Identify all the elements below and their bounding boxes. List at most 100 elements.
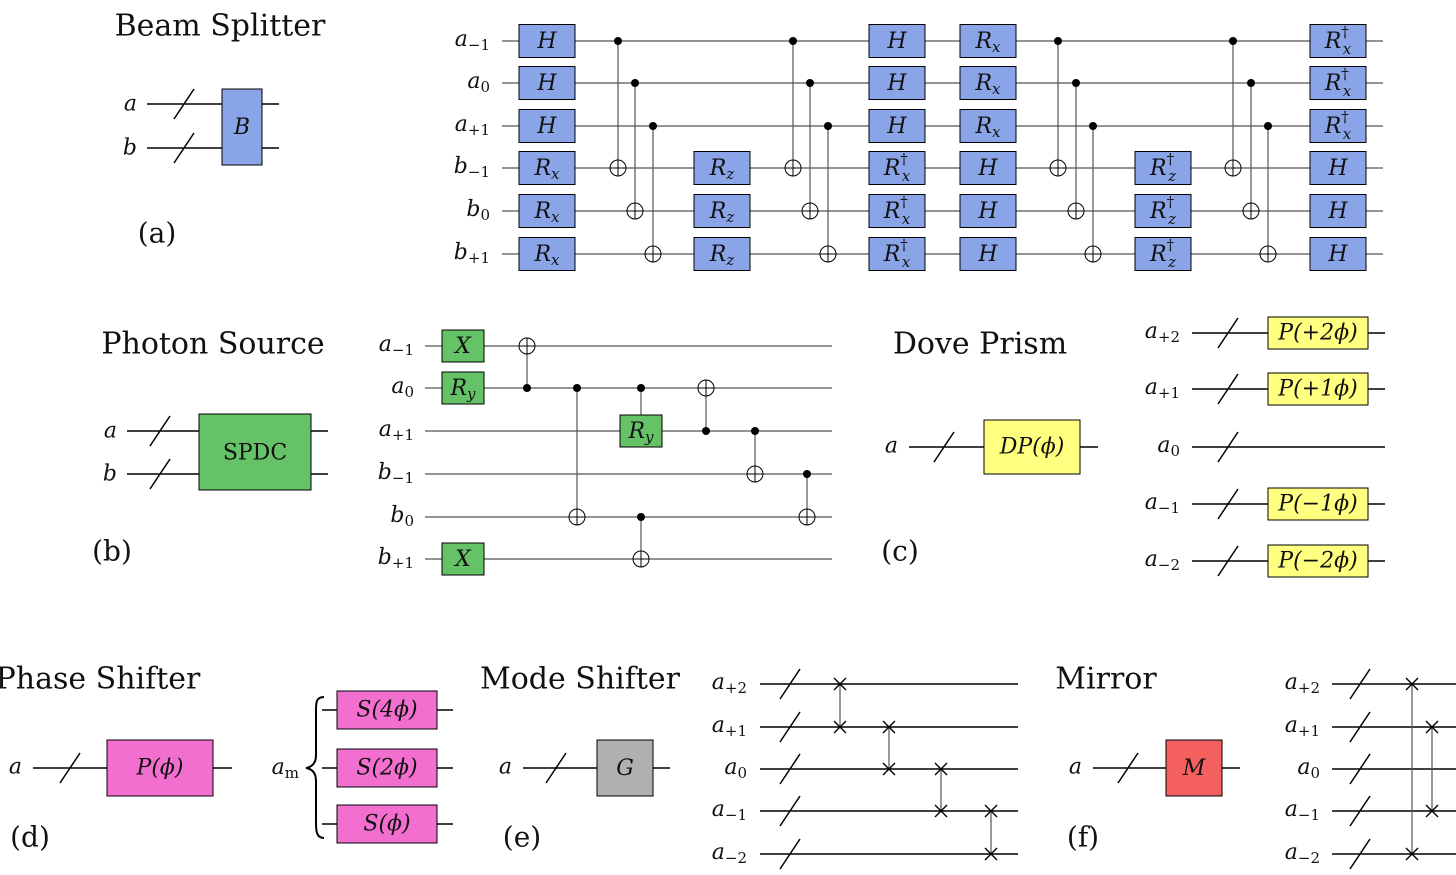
bs-gate-label: R†z	[1149, 236, 1176, 271]
bs-gate-H	[868, 24, 926, 58]
s-gate	[336, 804, 438, 844]
bs-gate-Rx	[518, 237, 576, 271]
bs-gate-H	[1309, 237, 1367, 271]
bs-gate-label: Rx	[533, 199, 560, 227]
bs-gate-H	[959, 194, 1017, 228]
swap-cross-icon	[1405, 847, 1419, 861]
control-dot	[614, 37, 622, 45]
title-mirror: Mirror	[1055, 662, 1157, 697]
swap-cross-icon	[833, 720, 847, 734]
phase-gate	[1267, 316, 1369, 350]
bs-gate-label: R†x	[883, 150, 911, 185]
bs-gate-H	[1309, 194, 1367, 228]
mode-shifter-gate	[596, 739, 654, 797]
wire-label-a: a	[104, 419, 117, 444]
bs-gate-label: R†x	[883, 193, 911, 228]
bus-slash-icon	[545, 752, 567, 784]
ps-gate	[619, 414, 663, 448]
bs-gate-label: H	[1327, 242, 1348, 267]
ps-gate-label: X	[453, 547, 472, 572]
panel-label-b: (b)	[92, 535, 132, 568]
swap-cross-icon	[934, 762, 948, 776]
cnot-target	[1242, 202, 1260, 220]
register-label: am	[272, 755, 299, 783]
bus-slash-icon	[173, 132, 195, 164]
phase-shifter-gate	[106, 739, 214, 797]
bs-wire-label: a0	[467, 69, 490, 97]
cnot-target	[746, 465, 764, 483]
bs-wire-label: a−1	[455, 27, 490, 55]
control-dot	[702, 427, 710, 435]
ps-wire-label: a0	[391, 374, 414, 402]
bs-gate-label: H	[536, 114, 557, 139]
bs-gate-label: H	[977, 242, 998, 267]
bus-slash-icon	[933, 431, 955, 463]
ps-gate-label: Ry	[627, 419, 654, 447]
spdc-gate	[198, 413, 312, 491]
ps-gate	[441, 542, 485, 576]
dove-prism-gate-label: DP(ϕ)	[999, 435, 1065, 460]
wire-label-b: b	[123, 136, 137, 161]
bs-gate-label: Rz	[709, 156, 735, 184]
bs-gate-H	[518, 109, 576, 143]
wire-label-b: b	[103, 462, 117, 487]
swap-cross-icon	[833, 677, 847, 691]
bs-gate-Rx	[959, 24, 1017, 58]
bus-slash-icon	[59, 752, 81, 784]
bs-gate-label: R†x	[883, 236, 911, 271]
bs-gate-Rz	[1134, 237, 1192, 271]
cnot-target	[518, 337, 536, 355]
bs-gate-Rx	[518, 151, 576, 185]
s-gate-label: S(2ϕ)	[356, 756, 417, 781]
cnot-target	[801, 202, 819, 220]
bs-gate-label: Rx	[974, 71, 1001, 99]
title-beam-splitter: Beam Splitter	[115, 9, 326, 44]
control-dot	[631, 79, 639, 87]
dp-wire-label: a−1	[1145, 490, 1180, 518]
bs-gate-label: H	[886, 29, 907, 54]
control-dot	[573, 384, 581, 392]
cnot-target	[1067, 202, 1085, 220]
bs-gate-label: Rx	[533, 242, 560, 270]
wire-label-a: a	[499, 755, 512, 780]
beam-splitter-gate	[221, 88, 263, 166]
bs-wire-label: b0	[466, 197, 490, 225]
mirror-gate-label: M	[1182, 756, 1206, 781]
bs-gate-Rz	[1134, 194, 1192, 228]
s-gate-label: S(ϕ)	[363, 812, 410, 837]
bs-gate-label: Rx	[974, 114, 1001, 142]
bus-slash-icon	[173, 88, 195, 120]
dove-prism-gate	[983, 419, 1081, 475]
bs-gate-label: R†z	[1149, 193, 1176, 228]
bs-gate-H	[518, 24, 576, 58]
mirror-wire-label: a0	[1297, 755, 1320, 783]
ms-wire-label: a0	[724, 755, 747, 783]
control-dot	[523, 384, 531, 392]
phase-gate	[1267, 544, 1369, 578]
cnot-target	[568, 508, 586, 526]
phase-gate	[1267, 487, 1369, 521]
bus-slash-icon	[149, 458, 171, 490]
bus-slash-icon	[1349, 711, 1371, 743]
dp-wire-label: a+1	[1145, 375, 1180, 403]
title-dove-prism: Dove Prism	[893, 327, 1067, 362]
phase-shifter-gate-label: P(ϕ)	[136, 756, 184, 781]
dp-wire-label: a+2	[1145, 319, 1180, 347]
ps-gate	[441, 329, 485, 363]
cnot-target	[644, 245, 662, 263]
bs-gate-label: H	[1327, 156, 1348, 181]
panel-label-d: (d)	[10, 821, 50, 854]
control-dot	[789, 37, 797, 45]
bs-gate-H	[868, 109, 926, 143]
control-dot	[806, 79, 814, 87]
wire-label-a: a	[9, 755, 22, 780]
ps-gate-label: X	[453, 334, 472, 359]
ms-wire-label: a−2	[712, 840, 747, 868]
panel-label-c: (c)	[881, 535, 919, 568]
wire-label-a: a	[124, 92, 137, 117]
s-gate-label: S(4ϕ)	[356, 698, 417, 723]
bus-slash-icon	[779, 838, 801, 870]
ms-wire-label: a+1	[712, 713, 747, 741]
cnot-target	[697, 379, 715, 397]
